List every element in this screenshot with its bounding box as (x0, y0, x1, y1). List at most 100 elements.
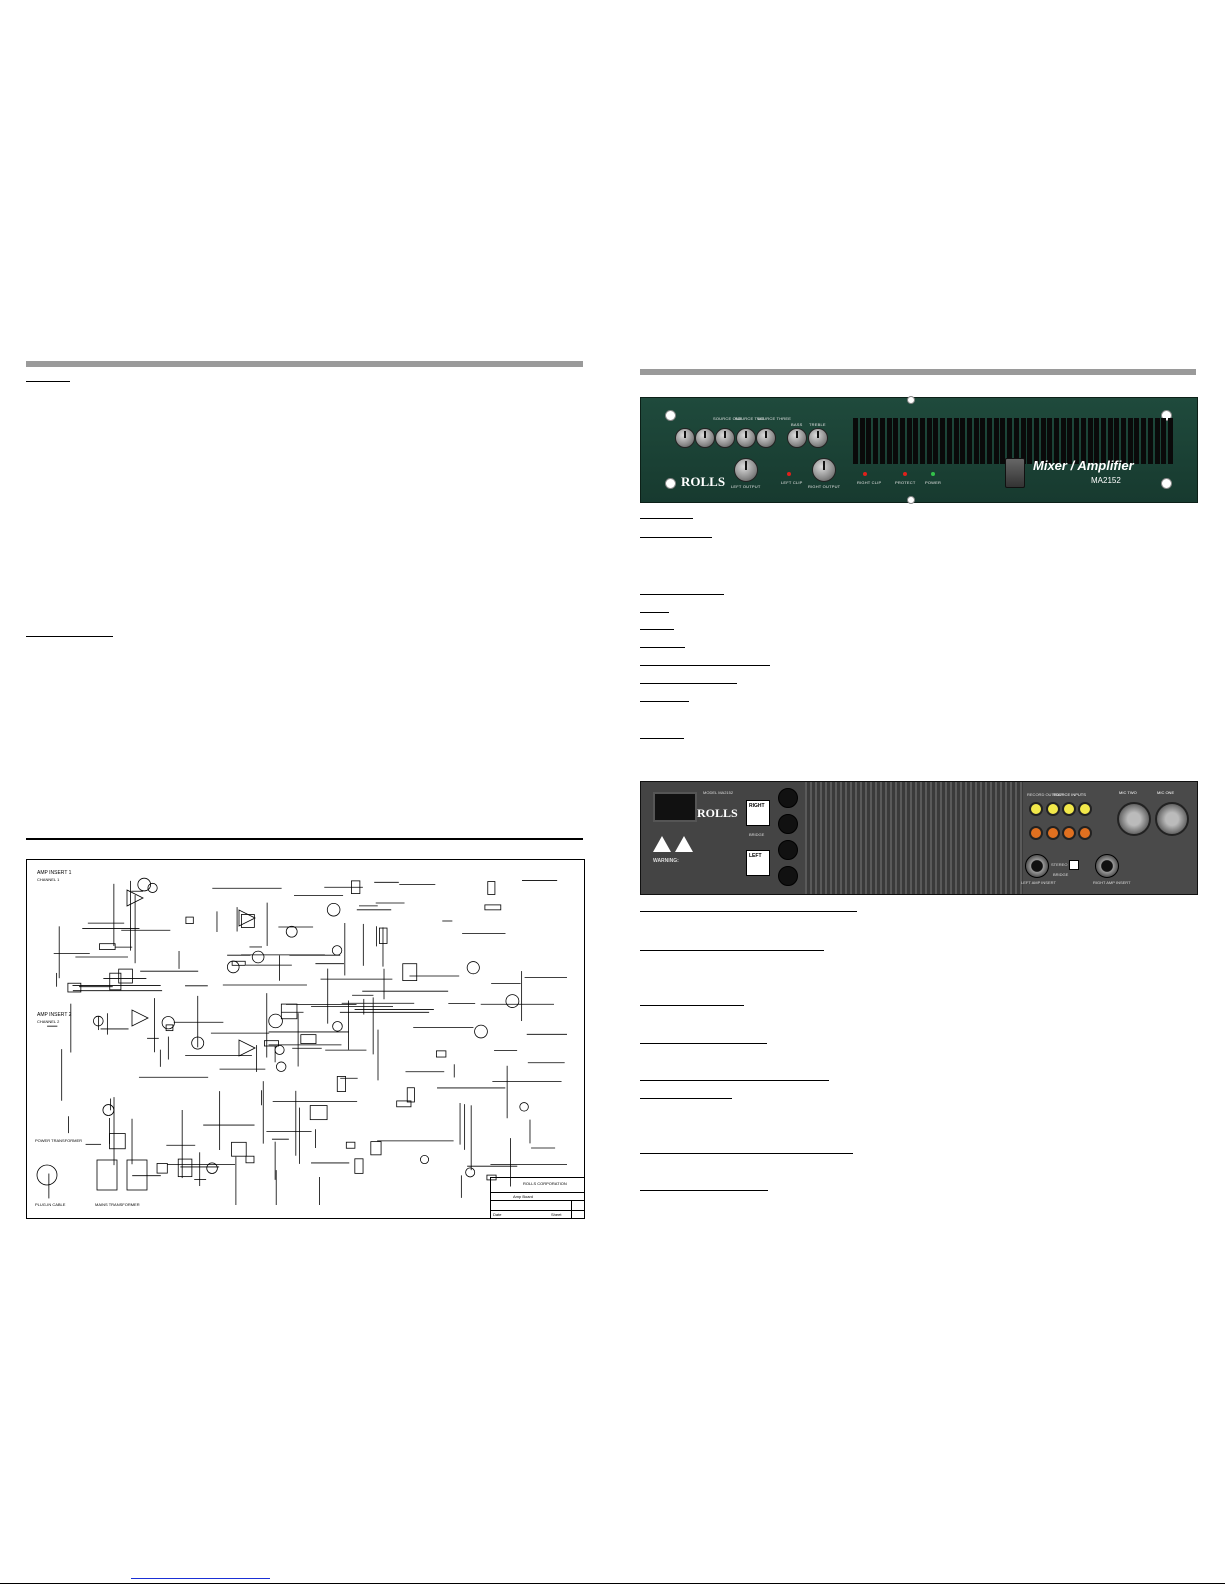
schematic-component (370, 1141, 382, 1156)
front-model: MA2152 (1091, 476, 1121, 485)
schematic-transistor (191, 1036, 205, 1050)
vent-slot (1027, 418, 1033, 464)
source-2-knob[interactable] (736, 428, 756, 448)
right-heading-underline (640, 594, 724, 595)
mic-two-label: MIC TWO (1119, 790, 1137, 795)
treble-label: TREBLE (809, 422, 826, 427)
rca-jack (1046, 802, 1060, 816)
vent-slot (966, 418, 972, 464)
rca-jack (1062, 802, 1076, 816)
schematic-transistor (137, 877, 151, 892)
left-amp-insert-label: LEFT AMP INSERT (1021, 880, 1056, 885)
right-output-knob[interactable] (812, 458, 836, 482)
footer-link-underline[interactable] (131, 1578, 270, 1579)
source-1-knob[interactable] (715, 428, 735, 448)
mount-hole (907, 496, 915, 504)
right-heading-underline (640, 1005, 744, 1006)
mic-1-knob[interactable] (675, 428, 695, 448)
right-heading-underline (640, 1080, 829, 1081)
schematic-transistor (505, 994, 520, 1008)
rca-jack (1029, 802, 1043, 816)
schematic-transistor (268, 1013, 283, 1029)
source-3-knob[interactable] (756, 428, 776, 448)
right-heading-underline (640, 911, 857, 912)
vent-slot (1013, 418, 1019, 464)
right-clip-label: RIGHT CLIP (857, 480, 882, 485)
schematic-component (264, 1040, 279, 1047)
schematic-transistor (36, 1164, 58, 1186)
vent-slot (1040, 418, 1046, 464)
vent-slot (940, 418, 946, 464)
left-section-header-bar (26, 361, 583, 367)
rca-jack (1078, 826, 1092, 840)
vent-slot (1134, 418, 1140, 464)
vent-slot (933, 418, 939, 464)
source-inputs-label: SOURCE INPUTS (1053, 792, 1086, 797)
channel-2-label: CHANNEL 2 (37, 1019, 60, 1024)
schematic-transistor (147, 882, 158, 893)
source-three-label: SOURCE THREE (757, 416, 792, 421)
op-amp-symbol (126, 889, 144, 907)
schematic-component (406, 1087, 415, 1103)
source-two-label: SOURCE TWO (735, 416, 765, 421)
mic-one-label: MIC ONE (1157, 790, 1175, 795)
bass-knob[interactable] (787, 428, 807, 448)
power-switch[interactable] (1005, 458, 1025, 488)
title-block-divider (491, 1200, 585, 1201)
vent-slot (1074, 418, 1080, 464)
schematic-transistor (331, 945, 343, 956)
schematic-transistor (274, 1044, 285, 1055)
right-amp-insert-jack (1095, 854, 1119, 878)
mic-one-xlr (1155, 802, 1189, 836)
rca-jack (1046, 826, 1060, 840)
right-amp-insert-label: RIGHT AMP INSERT (1093, 880, 1131, 885)
schematic-transistor (326, 902, 341, 917)
right-speaker-text: RIGHT (749, 803, 765, 809)
right-heading-underline (640, 647, 685, 648)
stereo-bridge-switch[interactable] (1069, 860, 1079, 870)
mains-transformer-label: MAINS TRANSFORMER (95, 1202, 140, 1207)
vent-slot (873, 418, 879, 464)
rca-jack (1029, 826, 1043, 840)
amp-insert-1-label: AMP INSERT 1 (37, 870, 72, 876)
mic-2-knob[interactable] (695, 428, 715, 448)
schematic-title-block: ROLLS CORPORATION Amp Board Date Sheet (490, 1177, 585, 1219)
vent-slot (1147, 418, 1153, 464)
schematic-component (177, 1158, 193, 1178)
page-bottom-rule (0, 1583, 1225, 1584)
title-block-divider (491, 1192, 585, 1193)
vent-slot (1141, 418, 1147, 464)
bridge-label: BRIDGE (749, 832, 765, 837)
schematic-transistor (285, 925, 298, 938)
vent-slot (1127, 418, 1133, 464)
left-clip-label: LEFT CLIP (781, 480, 803, 485)
op-amp-symbol (238, 1039, 256, 1057)
rear-panel-image: ROLLS MODEL MA2152 WARNING: RIGHT LEFT B… (640, 781, 1198, 895)
right-output-label: RIGHT OUTPUT (808, 484, 841, 489)
right-heading-underline (640, 612, 669, 613)
amp-board-schematic: AMP INSERT 1 CHANNEL 1 AMP INSERT 2 CHAN… (26, 859, 585, 1219)
left-output-knob[interactable] (734, 458, 758, 482)
rear-brand-logo: ROLLS (697, 806, 738, 820)
right-heading-underline (640, 701, 689, 702)
title-block-date-label: Date (493, 1212, 502, 1217)
vent-slot (1067, 418, 1073, 464)
schematic-component (109, 972, 122, 991)
schematic-component (156, 1163, 168, 1174)
treble-knob[interactable] (808, 428, 828, 448)
vent-slot (879, 418, 885, 464)
vent-slot (886, 418, 892, 464)
schematic-component (309, 1105, 328, 1121)
protect-label: PROTECT (895, 480, 916, 485)
right-heading-underline (640, 738, 684, 739)
schematic-transistor (93, 1015, 104, 1027)
vent-slot (1007, 418, 1013, 464)
vent-slot (1121, 418, 1126, 464)
vent-slot (1107, 418, 1113, 464)
vent-slot (1033, 418, 1039, 464)
mount-hole (665, 410, 676, 421)
schematic-transistor (102, 1104, 115, 1116)
rear-warning: WARNING: (653, 858, 679, 864)
schematic-transistor (420, 1155, 430, 1165)
front-brand-logo: ROLLS (681, 474, 726, 489)
